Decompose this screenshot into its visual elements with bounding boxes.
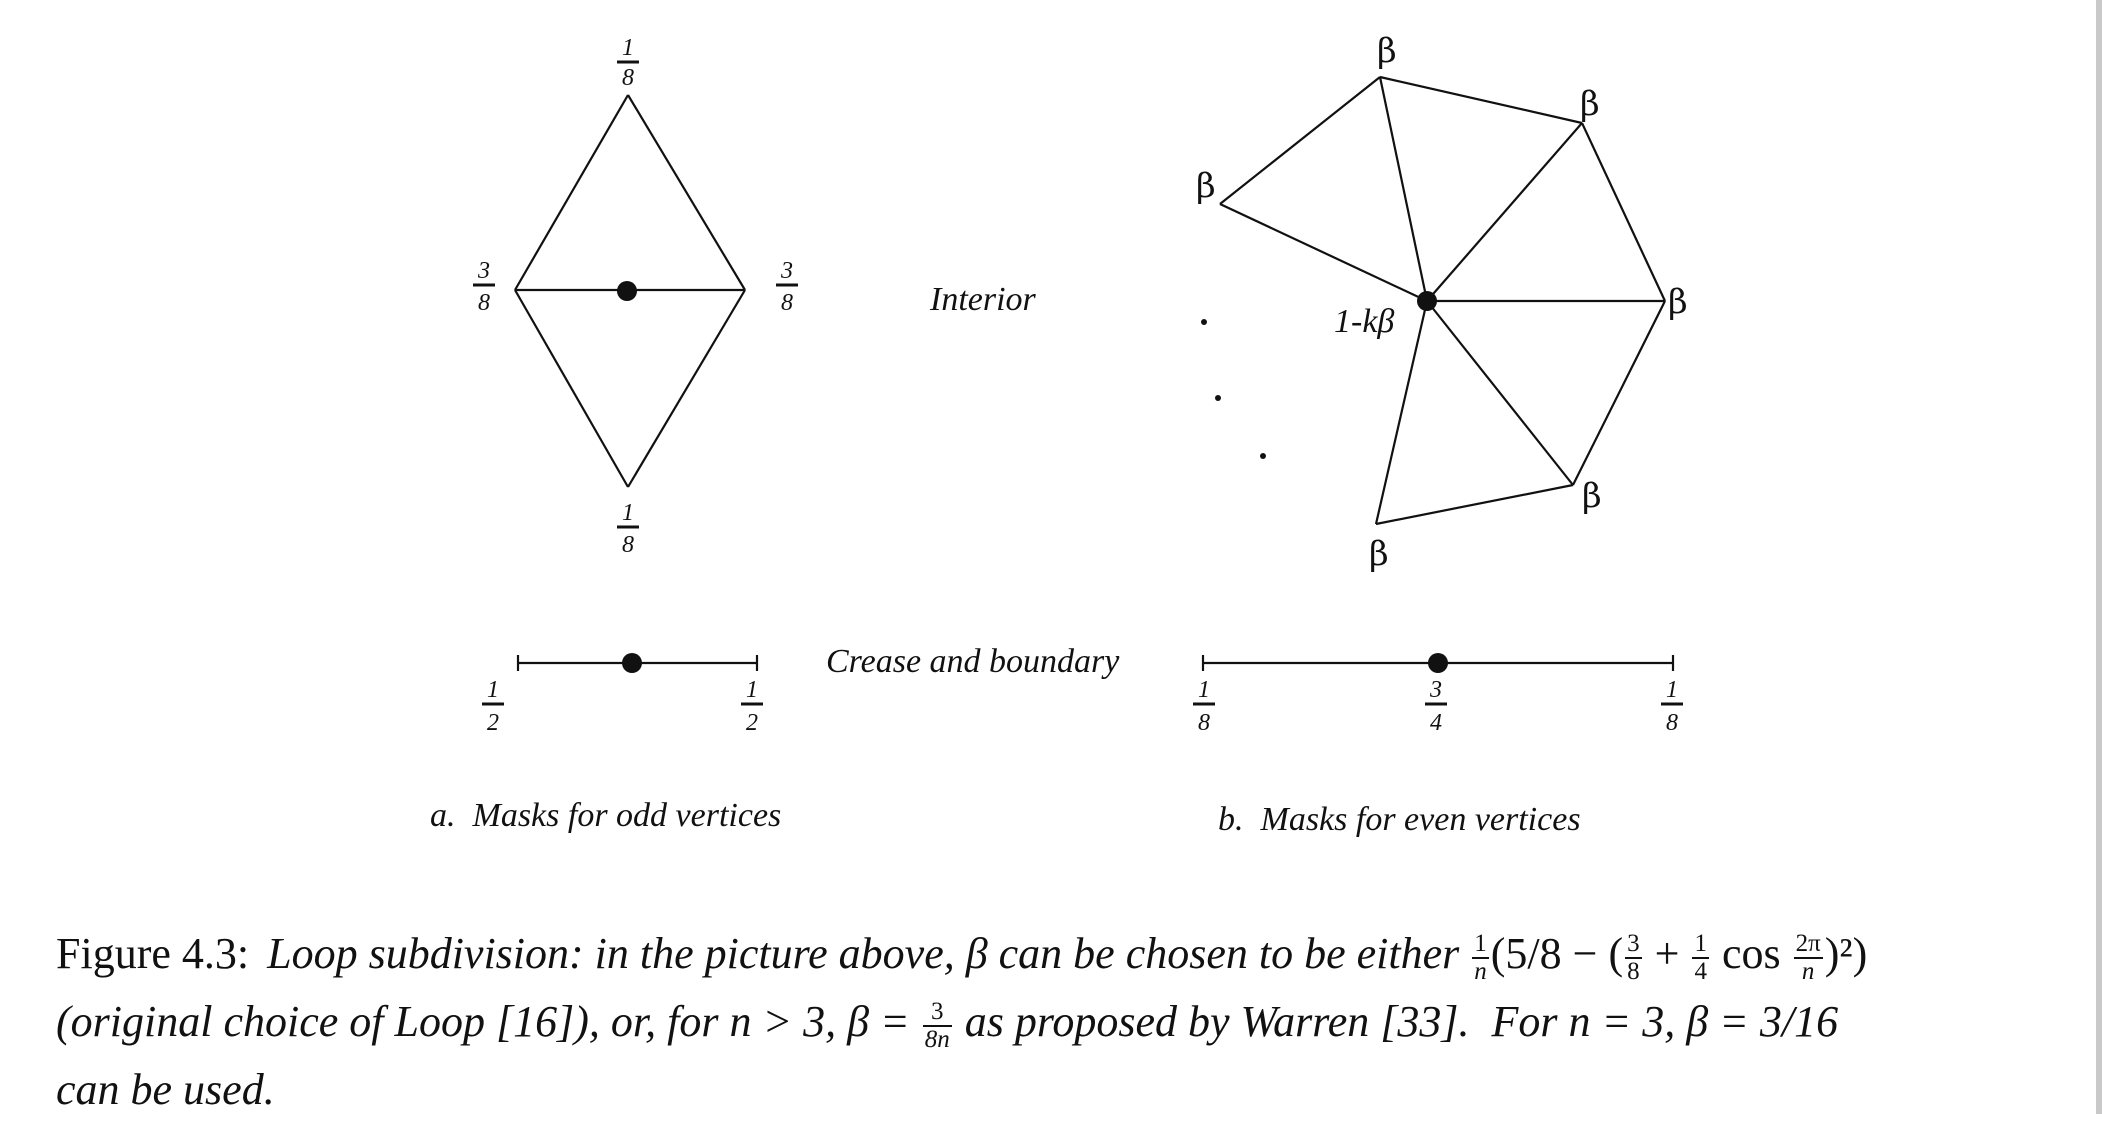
- even-crease-right-num: 1: [1666, 677, 1678, 703]
- odd-top-num: 1: [622, 35, 634, 61]
- even-crease-right-weight: 1 8: [1661, 677, 1683, 736]
- odd-edge-bottom-left: [514, 289, 629, 488]
- odd-right-den: 8: [781, 290, 793, 316]
- rim-4: [1572, 300, 1666, 486]
- odd-crease-right-weight: 1 2: [741, 677, 763, 736]
- loop-subdivision-diagram: 1 8 3 8 3 8 1 8 Interior: [430, 31, 1688, 838]
- even-interior-vertex: [1417, 291, 1437, 311]
- odd-bottom-den: 8: [622, 532, 634, 558]
- spoke-5: [1426, 300, 1574, 486]
- odd-bottom-weight: 1 8: [617, 500, 639, 558]
- figure-caption: Figure 4.3: Loop subdivision: in the pict…: [56, 920, 2056, 1124]
- odd-crease-left-num: 1: [487, 677, 499, 703]
- caption-formula-end: )²): [1824, 929, 1868, 978]
- page-edge: [2096, 0, 2102, 1114]
- odd-crease-left-weight: 1 2: [482, 677, 504, 736]
- even-caption: b. Masks for even vertices: [1218, 801, 1581, 838]
- even-crease-left-num: 1: [1198, 677, 1210, 703]
- spoke-3: [1426, 122, 1583, 302]
- caption-line-2-b: as proposed by Warren [33]. For n = 3, β…: [953, 997, 1839, 1046]
- odd-crease-right-num: 1: [746, 677, 758, 703]
- even-crease-left-weight: 1 8: [1193, 677, 1215, 736]
- beta-label-5: β: [1582, 476, 1602, 516]
- beta-label-1: β: [1196, 166, 1216, 206]
- odd-crease-left-den: 2: [487, 710, 499, 736]
- even-crease-middle-weight: 3 4: [1425, 677, 1447, 736]
- rim-3: [1581, 122, 1666, 302]
- rim-1: [1219, 76, 1381, 205]
- ellipsis-dot-1: [1201, 319, 1207, 325]
- odd-edge-top-right: [627, 94, 746, 291]
- beta-label-3: β: [1580, 84, 1600, 124]
- caption-formula-mid: (5/8 − (: [1490, 929, 1624, 978]
- odd-top-weight: 1 8: [617, 35, 639, 91]
- caption-line-1: Figure 4.3: Loop subdivision: in the pict…: [56, 920, 2056, 988]
- odd-right-weight: 3 8: [776, 258, 798, 316]
- spoke-6: [1374, 300, 1429, 525]
- ellipsis-dot-2: [1215, 395, 1221, 401]
- beta-label-6: β: [1369, 534, 1389, 574]
- even-crease-left-den: 8: [1198, 710, 1210, 736]
- caption-formula-cos: cos: [1710, 929, 1792, 978]
- even-interior-mask: [1219, 75, 1666, 526]
- spoke-2: [1378, 76, 1429, 302]
- caption-line-3: can be used.: [56, 1065, 275, 1114]
- caption-line-2: (original choice of Loop [16]), or, for …: [56, 988, 2056, 1056]
- beta-label-2: β: [1377, 31, 1397, 71]
- odd-left-den: 8: [478, 290, 490, 316]
- crease-label: Crease and boundary: [826, 643, 1120, 680]
- caption-line-1-text: Loop subdivision: in the picture above, …: [267, 929, 1460, 978]
- interior-label: Interior: [929, 281, 1037, 318]
- odd-crease-right-den: 2: [746, 710, 758, 736]
- odd-edge-bottom-right: [627, 289, 746, 488]
- ellipsis-dot-3: [1260, 453, 1266, 459]
- odd-caption: a. Masks for odd vertices: [430, 797, 781, 834]
- odd-right-num: 3: [780, 258, 793, 284]
- caption-formula-plus: +: [1643, 929, 1691, 978]
- odd-top-den: 8: [622, 65, 634, 91]
- beta-label-4: β: [1668, 282, 1688, 322]
- odd-interior-vertex: [617, 281, 637, 301]
- odd-left-num: 3: [477, 258, 490, 284]
- odd-left-weight: 3 8: [473, 258, 495, 316]
- figure-label: Figure 4.3:: [56, 929, 250, 978]
- caption-line-2-a: (original choice of Loop [16]), or, for …: [56, 997, 921, 1046]
- even-crease-middle-den: 4: [1430, 710, 1442, 736]
- spoke-1: [1219, 203, 1428, 302]
- even-crease-right-den: 8: [1666, 710, 1678, 736]
- even-crease-middle-num: 3: [1429, 677, 1442, 703]
- rim-2: [1379, 75, 1583, 125]
- center-weight-label: 1-kβ: [1334, 303, 1394, 340]
- odd-crease-vertex: [622, 653, 642, 673]
- rim-5: [1375, 483, 1574, 526]
- even-crease-vertex: [1428, 653, 1448, 673]
- odd-edge-top-left: [514, 94, 629, 291]
- odd-bottom-num: 1: [622, 500, 634, 526]
